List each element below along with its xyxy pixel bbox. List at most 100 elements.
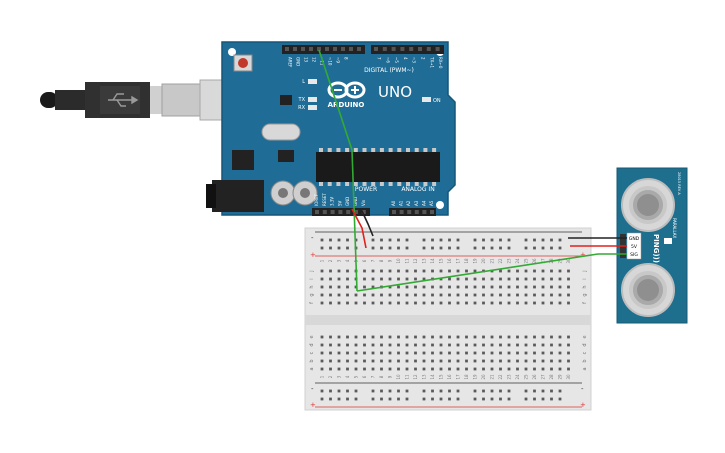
digital-pin-label: ~3 [412, 57, 417, 63]
breadboard-hole [320, 238, 324, 242]
breadboard-hole [354, 367, 358, 371]
breadboard-hole [482, 277, 485, 281]
led-tx [308, 97, 317, 102]
breadboard-hole [558, 285, 562, 289]
chip-pin [362, 182, 367, 186]
breadboard-hole [473, 389, 477, 393]
breadboard-hole [507, 351, 511, 355]
reset-button[interactable] [238, 58, 248, 68]
breadboard-hole [439, 343, 443, 347]
power-pin-label: Vin [361, 199, 366, 206]
breadboard-hole [541, 293, 545, 297]
breadboard[interactable]: - + - + - + - + 112233445566778899101011… [304, 227, 592, 411]
column-number: 7 [371, 375, 376, 378]
breadboard-hole [414, 301, 417, 305]
breadboard-hole [320, 389, 324, 393]
breadboard-hole [550, 246, 553, 250]
column-number: 17 [456, 374, 461, 380]
breadboard-hole [371, 343, 375, 347]
column-number: 27 [541, 258, 546, 264]
breadboard-hole [371, 269, 375, 273]
breadboard-hole [363, 335, 366, 339]
chip-pin [414, 182, 419, 186]
column-number: 7 [371, 259, 376, 262]
breadboard-hole [337, 246, 341, 250]
breadboard-hole [380, 359, 383, 363]
column-number: 26 [532, 258, 537, 264]
breadboard-hole [354, 301, 358, 305]
analog-pin-label: A0 [391, 200, 396, 206]
breadboard-hole [558, 301, 562, 305]
breadboard-hole [516, 367, 519, 371]
breadboard-hole [499, 293, 502, 297]
header-hole [374, 47, 378, 51]
column-number: 23 [507, 258, 512, 264]
voltage-regulator [232, 150, 254, 170]
breadboard-hole [499, 269, 502, 273]
header-hole [330, 210, 335, 214]
breadboard-hole [439, 285, 443, 289]
wire-green-sig[interactable] [356, 253, 627, 292]
breadboard-hole [414, 359, 417, 363]
column-number: 1 [320, 259, 325, 262]
wire-green-signal[interactable] [318, 49, 358, 292]
breadboard-hole [524, 301, 528, 305]
breadboard-hole [422, 269, 426, 273]
breadboard-hole [380, 238, 383, 242]
ping-ultrasonic-sensor[interactable]: GND 5V SIG PING))) PARALLAX 28015 REV A [616, 167, 688, 324]
digital-pin-label: 12 [312, 57, 317, 63]
header-hole [301, 47, 305, 51]
breadboard-hole [507, 238, 511, 242]
breadboard-hole [371, 335, 375, 339]
breadboard-hole [448, 301, 451, 305]
breadboard-hole [388, 343, 392, 347]
sensor-maker: PARALLAX [672, 218, 677, 239]
column-number: 9 [388, 375, 393, 378]
breadboard-column-numbers: 1122334455667788991010111112121313141415… [320, 258, 572, 380]
breadboard-hole [354, 285, 358, 289]
header-hole [341, 47, 345, 51]
breadboard-hole [541, 238, 545, 242]
analog-pin-label: A4 [421, 200, 426, 206]
breadboard-hole [405, 335, 409, 339]
breadboard-hole [439, 359, 443, 363]
wire-red-5v[interactable] [351, 208, 367, 249]
breadboard-hole [431, 389, 434, 393]
breadboard-hole [354, 335, 358, 339]
breadboard-hole [337, 285, 341, 289]
breadboard-hole [397, 389, 400, 393]
breadboard-hole [388, 246, 392, 250]
wires[interactable] [318, 49, 627, 292]
breadboard-hole [499, 389, 502, 393]
column-number: 16 [447, 258, 452, 264]
breadboard-hole [388, 367, 392, 371]
breadboard-hole [397, 293, 400, 297]
header-hole [392, 210, 396, 214]
breadboard-hole [567, 367, 570, 371]
breadboard-hole [448, 293, 451, 297]
header-hole [338, 210, 343, 214]
rail-plus-label: + [310, 251, 316, 259]
breadboard-hole [397, 397, 400, 401]
breadboard-hole [431, 285, 434, 289]
breadboard-hole [422, 389, 426, 393]
column-number: 15 [439, 258, 444, 264]
header-hole [391, 47, 396, 51]
breadboard-hole [431, 359, 434, 363]
breadboard-hole [490, 335, 494, 339]
breadboard-hole [550, 335, 553, 339]
breadboard-hole [337, 293, 341, 297]
led-on [422, 97, 431, 102]
breadboard-hole [524, 285, 528, 289]
header-hole [354, 210, 358, 214]
breadboard-hole [363, 343, 366, 347]
breadboard-hole [465, 359, 468, 363]
breadboard-hole [397, 285, 400, 289]
breadboard-hole [329, 397, 332, 401]
wire-black-gnd[interactable] [360, 208, 374, 237]
analog-pin-label: A2 [406, 200, 411, 206]
breadboard-hole [346, 293, 349, 297]
header-hole [333, 47, 337, 51]
row-letter: b [309, 359, 315, 362]
